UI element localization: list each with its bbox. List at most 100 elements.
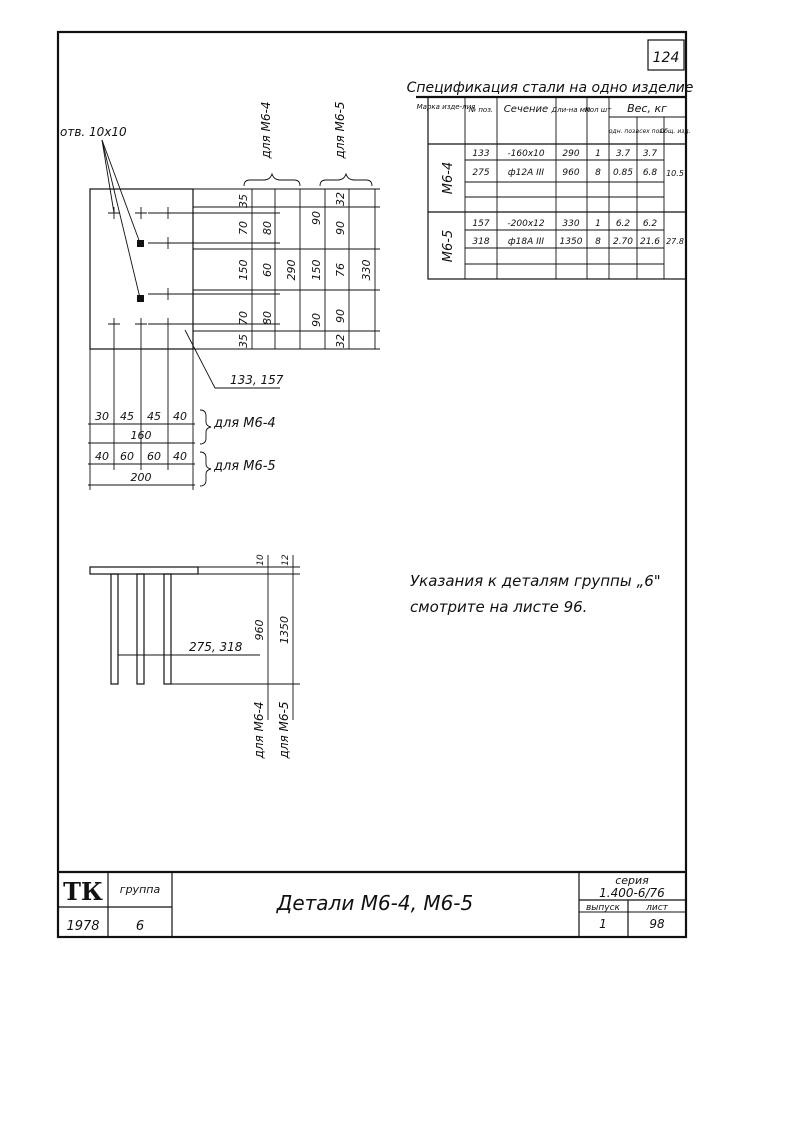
hdr-mark: Марка изде-лия [417, 103, 476, 111]
cell-section: ф12А III [508, 168, 544, 178]
cell-qty: 8 [595, 168, 601, 178]
hdr-section: Сечение [504, 104, 548, 115]
bottom-label-m64: для М6-4 [213, 416, 276, 431]
cell-w-all: 6.8 [643, 168, 658, 178]
plate-thickness-m65: 12 [281, 554, 291, 566]
dim-m64: 60 [261, 263, 274, 277]
tk-label: ТК [63, 877, 103, 906]
hole-label: отв. 10x10 [60, 125, 127, 139]
plate-outline [89, 188, 194, 350]
cell-qty: 1 [595, 149, 601, 159]
hdr-w-one: одн. поз. [609, 128, 637, 135]
bar-length-m64: 960 [253, 620, 266, 641]
elevation-view: 275, 318 10 12 960 1350 для М6-4 для М6-… [89, 554, 300, 760]
bars-pos-label: 275, 318 [189, 640, 243, 654]
dim-total-m65: 330 [360, 260, 373, 281]
cell-w-all: 21.6 [640, 237, 660, 247]
spec-mark-m64: М6-4 [441, 162, 456, 194]
hdr-weight: Вес, кг [627, 102, 667, 115]
series-value: 1.400-6/76 [599, 886, 665, 900]
specification-table: Спецификация стали на одно изделие Марка… [407, 80, 694, 280]
dim-m64: 35 [237, 194, 250, 208]
bottom-dim-m65: 40 [95, 450, 109, 463]
bottom-dim-m65: 60 [120, 450, 134, 463]
dim-total-m64: 290 [285, 260, 298, 281]
title-block: ТК группа 1978 6 Детали М6-4, М6-5 серия… [58, 870, 686, 937]
plan-label-m64: для М6-4 [259, 102, 273, 160]
cell-pos: 133 [472, 149, 489, 159]
dim-m64: 35 [237, 334, 250, 348]
hdr-qty: Кол шт [585, 106, 612, 114]
cell-pos: 275 [472, 168, 489, 178]
cell-pos: 318 [472, 237, 489, 247]
dim-m65: 32 [334, 192, 347, 206]
dim-m65: 90 [310, 313, 323, 327]
drawing-title: Детали М6-4, М6-5 [276, 891, 474, 915]
cell-length: 960 [562, 168, 579, 178]
dim-m65: 32 [334, 334, 347, 348]
dim-m65: 90 [334, 221, 347, 235]
sheet-value: 98 [649, 917, 665, 931]
year: 1978 [66, 919, 99, 934]
cell-w-one: 6.2 [616, 219, 631, 229]
hdr-pos: № поз. [468, 106, 493, 114]
sheet-number-box [647, 39, 685, 71]
dim-m65: 90 [310, 211, 323, 225]
cell-pos: 157 [472, 219, 489, 229]
note: Указания к деталям группы „6" смотрите н… [410, 572, 661, 616]
hdr-w-total: Общ. изд. [659, 128, 690, 135]
bottom-dim-m65: 60 [147, 450, 161, 463]
cell-qty: 1 [595, 219, 601, 229]
plate-pos-label: 133, 157 [230, 373, 284, 387]
elev-label-m65: для М6-5 [277, 702, 291, 760]
cell-length: 1350 [560, 237, 583, 247]
sheet-frame [56, 30, 688, 939]
bottom-dim-m64: 40 [173, 410, 187, 423]
elevation-bar [163, 573, 172, 685]
cell-length: 290 [562, 149, 579, 159]
spec-title: Спецификация стали на одно изделие [407, 80, 694, 96]
cell-qty: 8 [595, 237, 601, 247]
issue-label: выпуск [586, 903, 621, 913]
cell-w-all: 3.7 [643, 149, 658, 159]
elevation-bar [136, 573, 145, 685]
group-value: 6 [136, 919, 144, 934]
dim-m65: 90 [334, 309, 347, 323]
elevation-plate [89, 566, 199, 575]
plan-label-m65: для М6-5 [333, 102, 347, 160]
cell-w-one: 2.70 [613, 237, 633, 247]
bottom-dim-m64: 45 [120, 410, 134, 423]
cell-section: ф18А III [508, 237, 544, 247]
series-label: серия [615, 874, 649, 887]
dim-m64: 80 [261, 221, 274, 235]
dim-m65: 76 [334, 263, 347, 277]
bar-length-m65: 1350 [278, 616, 291, 644]
dim-m64: 150 [237, 260, 250, 281]
dim-m64: 80 [261, 311, 274, 325]
stud-marks [108, 207, 174, 330]
dim-m64: 70 [237, 311, 250, 325]
cell-length: 330 [562, 219, 579, 229]
plate-plan-view: отв. 10x10 [60, 102, 380, 490]
width-m64: 160 [131, 429, 152, 442]
hdr-w-all: всех поз. [636, 128, 665, 135]
cell-section: -200x12 [507, 219, 544, 229]
spec-mark-m65: М6-5 [441, 230, 456, 262]
cell-w-one: 0.85 [613, 168, 633, 178]
cell-w-all: 6.2 [643, 219, 658, 229]
dim-m65: 150 [310, 260, 323, 281]
dim-m64: 70 [237, 221, 250, 235]
sheet-number: 124 [653, 50, 680, 66]
issue-value: 1 [599, 917, 607, 931]
width-m65: 200 [131, 471, 152, 484]
bottom-label-m65: для М6-5 [213, 459, 276, 474]
plate-thickness-m64: 10 [256, 554, 266, 566]
group-label: группа [120, 883, 161, 896]
elevation-bar [110, 573, 119, 685]
sheet-label: лист [645, 903, 669, 913]
bottom-dim-m64: 45 [147, 410, 161, 423]
spec-total-m65: 27.8 [666, 237, 684, 246]
elev-label-m64: для М6-4 [252, 702, 266, 760]
cell-w-one: 3.7 [616, 149, 631, 159]
